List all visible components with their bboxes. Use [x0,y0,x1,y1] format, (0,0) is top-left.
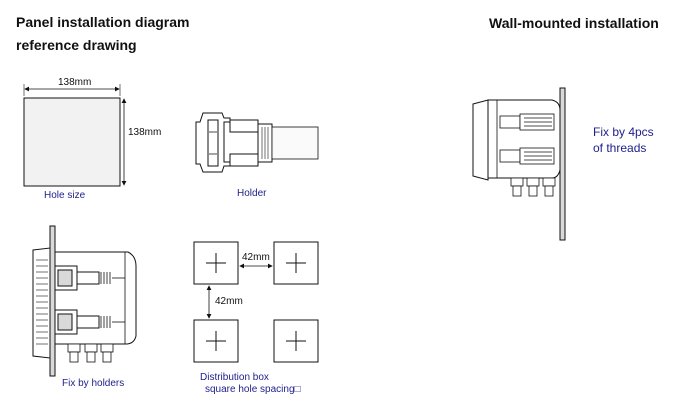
fix-by-holders-caption: Fix by holders [62,378,125,389]
wall-note-line1: Fix by 4pcs [593,125,654,139]
wall-cable-glands [510,177,556,197]
distribution-spacing-figure [193,241,319,363]
upper-holder [54,265,125,291]
hole-size-caption: Hole size [44,190,86,201]
panel-title-line2: reference drawing [16,37,137,53]
wall-front-bezel [472,99,489,181]
cable-glands [67,343,114,363]
wall-mounted-figure [472,87,566,241]
wall-plate [559,87,566,241]
wall-housing [487,99,561,179]
v-spacing-label: 42mm [215,296,243,307]
holder-caption: Holder [237,188,267,199]
holder-ridges [261,127,269,159]
h-spacing-label: 42mm [242,252,270,263]
bezel-vents [36,259,48,345]
wall-title: Wall-mounted installation [489,15,659,31]
distribution-caption-line2: square hole spacing□ [205,384,301,395]
wall-bracket-upper [499,113,555,131]
hole-width-label: 138mm [58,77,92,88]
hole-height-label: 138mm [128,127,162,138]
holder-rod [271,126,319,160]
hole-size-square [23,97,121,187]
holder-jaw-top [229,119,259,133]
wall-note-line2: of threads [593,141,647,155]
holder-jaw-bottom [229,153,259,167]
fix-by-holders-figure [32,225,137,377]
wall-bracket-lower [499,147,555,165]
mounting-panel [49,225,56,377]
panel-title-line1: Panel installation diagram [16,14,190,30]
hole-size-figure [23,84,127,187]
distribution-caption-line1: Distribution box [200,372,269,383]
holder-figure [195,112,319,173]
front-bezel [32,247,51,359]
lower-holder [54,309,125,335]
